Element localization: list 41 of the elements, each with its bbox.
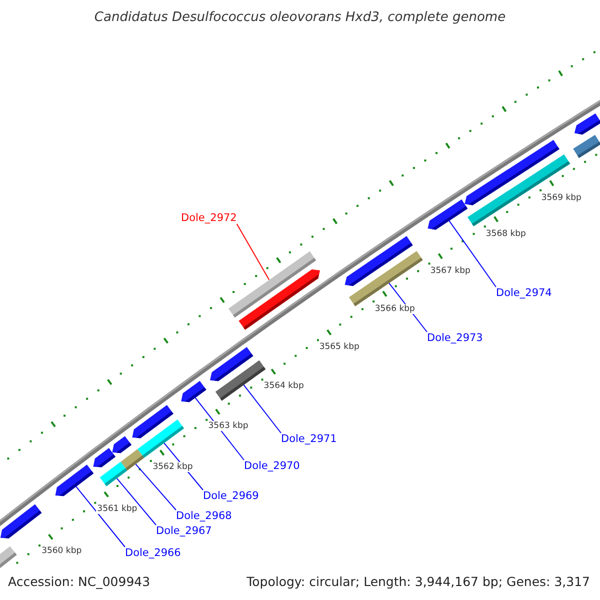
gene-bar (573, 134, 600, 158)
scale-label: 3561 kbp (96, 504, 138, 514)
scale-label: 3560 kbp (40, 546, 83, 556)
scale-label: 3564 kbp (262, 381, 305, 392)
scale-label: 3566 kbp (374, 304, 416, 314)
gene-label: Dole_2968 (176, 510, 232, 522)
gene-label: Dole_2974 (496, 287, 552, 299)
leader-line (236, 224, 270, 280)
leader-line (116, 478, 156, 526)
scale-label: 3565 kbp (318, 342, 360, 352)
gene-label: Dole_2970 (244, 460, 300, 472)
gene-block (238, 269, 320, 330)
gene-block (55, 464, 94, 496)
gene-label: Dole_2966 (125, 547, 181, 559)
gene-block (93, 448, 116, 468)
scale-label: 3567 kbp (429, 266, 472, 276)
gene-block (428, 199, 468, 230)
scale-label: 3568 kbp (484, 229, 527, 240)
scale-label: 3563 kbp (207, 421, 250, 432)
leader-line (448, 220, 496, 288)
gene-label: Dole_2969 (203, 490, 259, 502)
gene-block (0, 504, 42, 538)
gene-label: Dole_2973 (427, 332, 483, 344)
scale-label: 3569 kbp (540, 193, 582, 204)
gene-label: Dole_2972 (181, 212, 237, 224)
gene-block (132, 405, 174, 438)
gene-label: Dole_2967 (156, 525, 212, 537)
gene-label: Dole_2971 (281, 433, 337, 445)
gene-bar (0, 546, 17, 570)
accession-note: Accession: NC_009943 (8, 573, 150, 591)
gene-block (210, 347, 254, 382)
gene-block (181, 380, 206, 402)
genome-info: Topology: circular; Length: 3,944,167 bp; Genes: 3,317 (246, 573, 590, 591)
leader-line (76, 486, 126, 548)
title: Candidatus Desulfococcus oleovorans Hxd3, complete genome (93, 9, 507, 27)
gene-block (344, 236, 413, 286)
gene-bar (120, 449, 144, 470)
scale-label: 3562 kbp (152, 462, 194, 472)
gene-block (112, 436, 132, 454)
gene-block (574, 113, 600, 135)
leader-line (135, 464, 176, 510)
